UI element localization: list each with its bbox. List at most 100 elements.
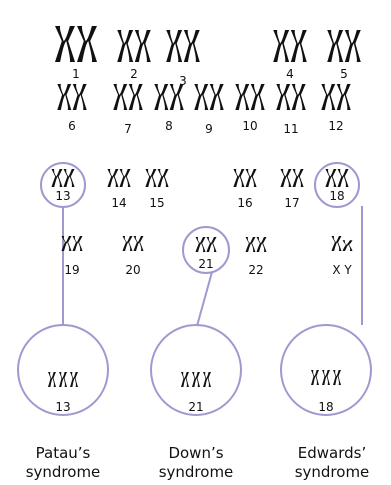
caption-patau-line2: syndrome	[26, 463, 101, 481]
chromosome-label: 5	[340, 67, 348, 81]
chromosome-label: 14	[111, 196, 126, 210]
chromosome-label: 20	[125, 263, 140, 277]
chromosome-label: 1	[72, 67, 80, 81]
chromosome-label: 18	[329, 189, 344, 203]
chromosome-glyph	[73, 236, 83, 251]
chromosome-label: 11	[283, 122, 298, 136]
connector-21	[197, 272, 212, 326]
chromosome-glyph	[107, 169, 118, 187]
chromosome-glyph	[337, 84, 351, 110]
chromosome-pair-21	[196, 237, 217, 252]
syndrome-chromosome-label: 18	[318, 400, 333, 414]
chromosome-glyph	[135, 30, 151, 62]
chromosome-label: 22	[248, 263, 263, 277]
chromosome-label: 2	[130, 67, 138, 81]
chromosome-glyph	[57, 84, 71, 110]
syndrome-chromosome-label: 13	[55, 400, 70, 414]
syndrome-captions: Patau’s syndrome Down’s syndrome Edwards…	[26, 444, 370, 481]
chromosome-pair-1	[55, 26, 97, 62]
chromosome-glyph	[210, 84, 224, 110]
chromosome-glyph	[257, 237, 267, 252]
chromosome-pair-3	[166, 30, 200, 62]
trisomy-glyphs	[48, 370, 341, 387]
chromosome-label: 9	[205, 122, 213, 136]
chromosome-label: 8	[165, 119, 173, 133]
chromosome-glyph	[192, 372, 200, 387]
chromosome-glyph	[113, 84, 127, 110]
chromosome-pair-16	[233, 169, 256, 187]
chromosome-label: 15	[149, 196, 164, 210]
chromosome-glyph	[158, 169, 169, 187]
chromosome-glyph	[184, 30, 200, 62]
chromosome-label: 21	[198, 257, 213, 271]
chromosome-pair-19	[62, 236, 83, 251]
chromosome-label: 3	[179, 74, 187, 88]
chromosome-glyph	[291, 30, 307, 62]
caption-down-line2: syndrome	[159, 463, 234, 481]
syndrome-chromosome-label: 21	[188, 400, 203, 414]
caption-patau-line1: Patau’s	[36, 444, 91, 462]
chromosome-glyph	[246, 169, 257, 187]
chromosome-pair-17	[280, 169, 303, 187]
chromosome-glyph	[276, 84, 290, 110]
syndrome-circles: 13 21 18	[18, 325, 371, 415]
caption-down-line1: Down’s	[168, 444, 223, 462]
chromosome-pair-9	[194, 84, 223, 110]
chromosome-glyph	[325, 169, 336, 187]
chromosome-label: 4	[286, 67, 294, 81]
chromosome-glyph	[332, 236, 342, 251]
chromosome-glyph	[117, 30, 133, 62]
chromosome-glyph	[273, 30, 289, 62]
chromosome-glyph	[311, 370, 319, 385]
chromosome-glyph	[235, 84, 249, 110]
chromosome-glyph	[123, 236, 133, 251]
chromosome-glyph	[134, 236, 144, 251]
chromosome-pair-14	[107, 169, 130, 187]
chromosome-label: X Y	[332, 263, 352, 277]
chromosome-pair-22	[246, 237, 267, 252]
chromosome-glyph	[207, 237, 217, 252]
chromosome-glyph	[145, 169, 156, 187]
chromosome-glyph	[120, 169, 131, 187]
chromosome-glyph	[129, 84, 143, 110]
chromosome-glyph	[321, 84, 335, 110]
chromosome-glyph	[280, 169, 291, 187]
caption-edwards-line2: syndrome	[295, 463, 370, 481]
chromosome-pair-5	[327, 30, 361, 62]
chromosome-pair-7	[113, 84, 142, 110]
chromosome-pair-15	[145, 169, 168, 187]
trisomy-21	[181, 372, 211, 387]
chromosome-glyph	[293, 169, 304, 187]
chromosome-pair-x-y	[332, 236, 353, 251]
chromosome-glyph	[59, 372, 67, 387]
chromosome-glyph	[70, 372, 78, 387]
chromosome-glyph	[73, 84, 87, 110]
chromosome-glyph	[246, 237, 256, 252]
chromosome-pair-20	[123, 236, 144, 251]
chromosome-label: 19	[64, 263, 79, 277]
chromosome-glyph	[77, 26, 97, 62]
caption-edwards-line1: Edwards’	[298, 444, 366, 462]
chromosome-glyph	[292, 84, 306, 110]
chromosome-glyph	[48, 372, 56, 387]
chromosome-glyph	[233, 169, 244, 187]
chromosome-pair-4	[273, 30, 307, 62]
chromosome-pair-12	[321, 84, 350, 110]
chromosome-pair-11	[276, 84, 305, 110]
chromosome-glyph	[154, 84, 168, 110]
chromosome-glyph	[251, 84, 265, 110]
chromosome-glyph	[196, 237, 206, 252]
chromosome-label: 6	[68, 119, 76, 133]
chromosome-pair-13	[51, 169, 74, 187]
chromosome-label: 7	[124, 122, 132, 136]
chromosome-glyph	[322, 370, 330, 385]
chromosome-glyph	[343, 240, 353, 251]
chromosome-pair-10	[235, 84, 264, 110]
chromosome-glyph	[327, 30, 343, 62]
chromosome-label: 13	[55, 189, 70, 203]
chromosome-label: 12	[328, 119, 343, 133]
chromosome-glyph	[181, 372, 189, 387]
chromosome-glyph	[203, 372, 211, 387]
chromosome-glyph	[55, 26, 75, 62]
